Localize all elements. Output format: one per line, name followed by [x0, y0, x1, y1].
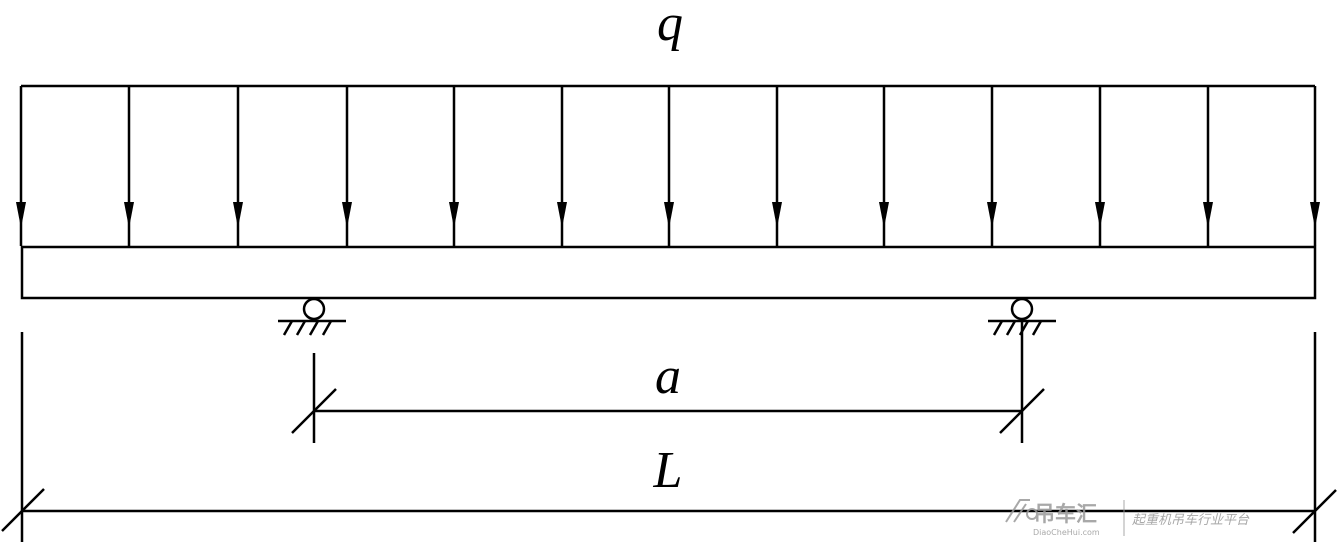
- watermark-domain: DiaoCheHui.com: [1033, 528, 1100, 537]
- load-arrows: [16, 86, 1320, 246]
- load-arrow-head: [772, 202, 782, 228]
- load-arrow-head: [557, 202, 567, 228]
- load-arrow-head: [16, 202, 26, 228]
- right-hatch-4: [1031, 320, 1043, 336]
- dimension-a: [291, 322, 1045, 443]
- watermark: 吊车汇 DiaoCheHui.com 起重机吊车行业平台: [1005, 499, 1250, 537]
- load-arrow-head: [233, 202, 243, 228]
- left-hatch-4: [321, 320, 333, 336]
- load-arrow-head: [124, 202, 134, 228]
- dim-l-tick-left: [1, 488, 45, 532]
- right-roller: [1010, 297, 1034, 321]
- beam: [20, 245, 1317, 300]
- dim-l-tick-right: [1292, 489, 1337, 534]
- load-arrow-head: [1203, 202, 1213, 228]
- load-arrow-head: [342, 202, 352, 228]
- watermark-slogan: 起重机吊车行业平台: [1132, 513, 1250, 528]
- distributed-load: [16, 84, 1320, 246]
- load-arrow-head: [664, 202, 674, 228]
- right-hatch-2: [1005, 320, 1017, 336]
- dimension-label-l: L: [653, 442, 683, 499]
- left-roller: [302, 297, 326, 321]
- load-arrow-head: [987, 202, 997, 228]
- dim-a-tick-left: [291, 388, 337, 434]
- watermark-brand: 吊车汇: [1034, 502, 1097, 526]
- load-arrow-head: [1310, 202, 1320, 228]
- load-arrow-head: [1095, 202, 1105, 228]
- right-hatch-1: [992, 320, 1004, 336]
- load-arrow-head: [879, 202, 889, 228]
- load-label-q: q: [657, 0, 683, 52]
- dimension-l: [1, 332, 1337, 542]
- left-hatch-1: [282, 320, 294, 336]
- left-support: [278, 297, 346, 336]
- load-arrow-head: [449, 202, 459, 228]
- dim-a-tick-right: [999, 388, 1045, 434]
- crane-logo-icon: [1005, 499, 1038, 523]
- left-hatch-3: [308, 320, 320, 336]
- dimension-label-a: a: [655, 348, 681, 405]
- left-hatch-2: [295, 320, 307, 336]
